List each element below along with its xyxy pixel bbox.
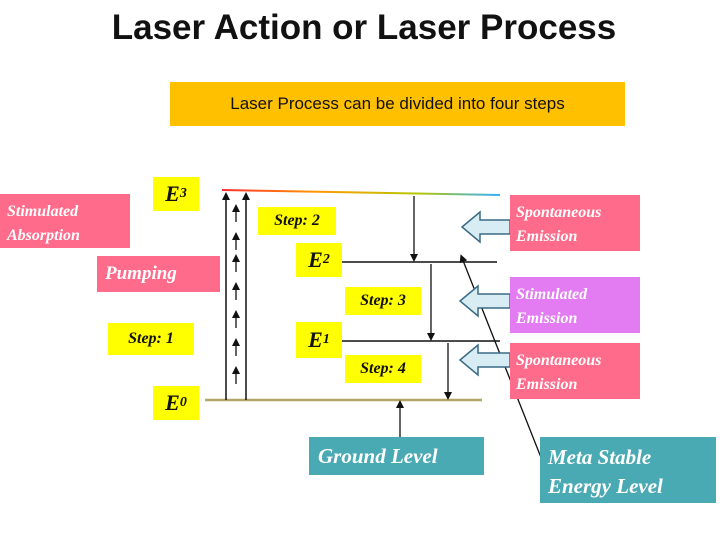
step-1-label: Step: 1 (108, 323, 194, 355)
block-arrow-left (458, 284, 511, 318)
steps-banner: Laser Process can be divided into four s… (170, 82, 625, 126)
step-3-label: Step: 3 (345, 287, 421, 315)
stimulated-emission-box: Stimulated Emission (510, 277, 640, 333)
block-arrow-left (460, 210, 511, 244)
stimulated-absorption-box: Stimulated Absorption (0, 194, 130, 248)
e3-level-line (221, 189, 501, 196)
step-2-label: Step: 2 (258, 207, 336, 235)
spontaneous-emission-box-1: Spontaneous Emission (510, 195, 640, 251)
page-title: Laser Action or Laser Process (111, 8, 617, 47)
spontaneous-emission-box-2: Spontaneous Emission (510, 343, 640, 399)
ground-level-box: Ground Level (309, 437, 484, 475)
meta-stable-box: Meta Stable Energy Level (540, 437, 716, 503)
block-arrow-left (458, 343, 511, 377)
step-4-label: Step: 4 (345, 355, 421, 383)
pumping-box: Pumping (97, 256, 220, 292)
